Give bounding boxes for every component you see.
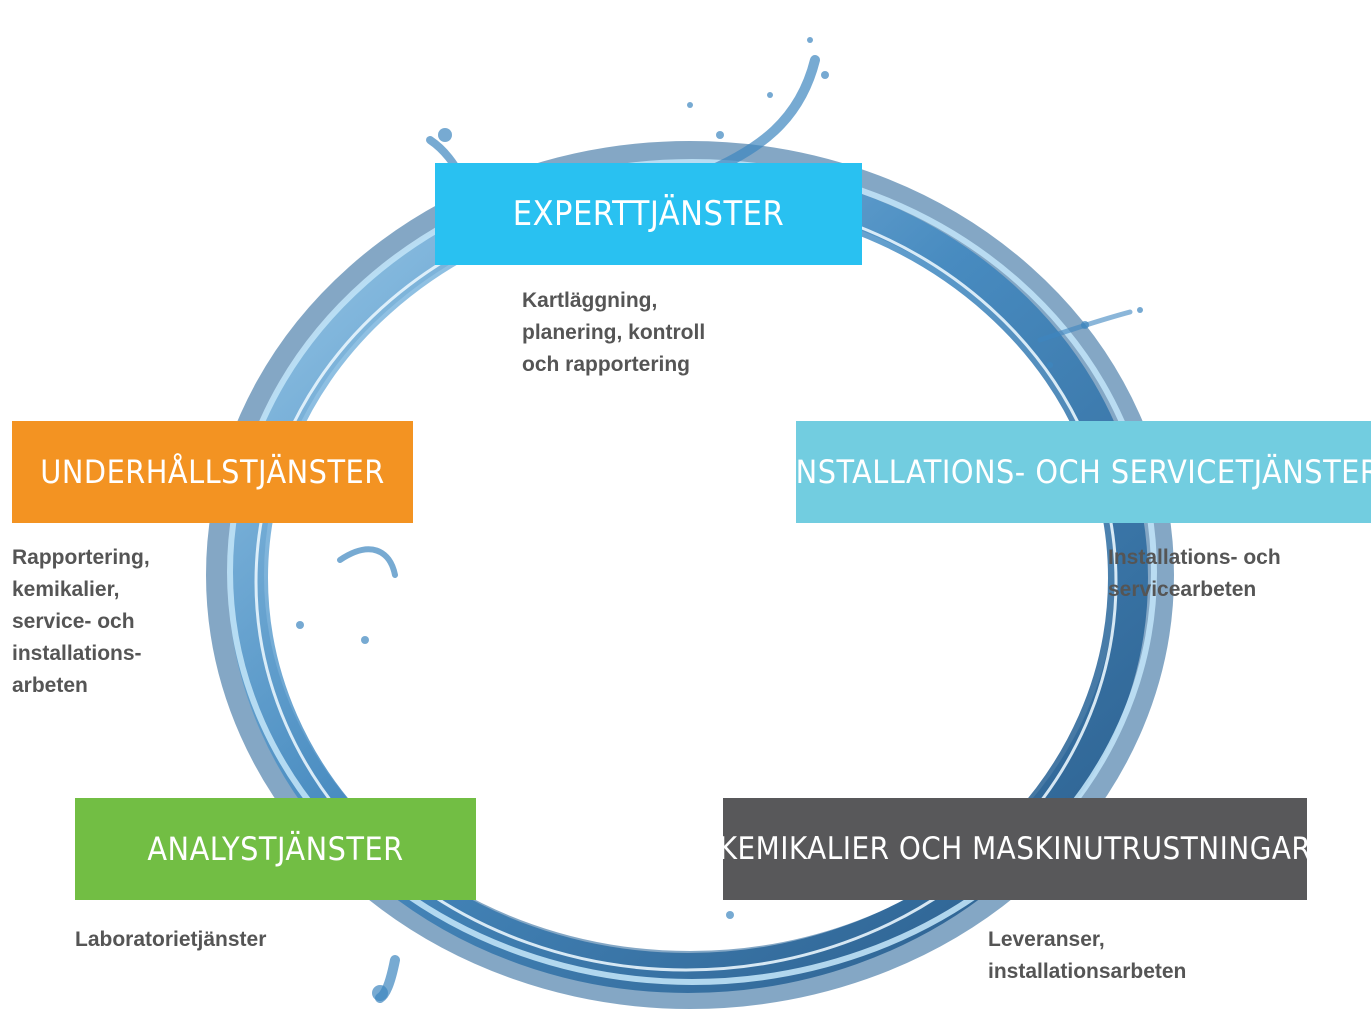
maintenance-services-box: Underhållstjänster <box>12 421 413 523</box>
expert-services-description: Kartläggning, planering, kontroll och ra… <box>522 285 705 381</box>
analysis-services-box: Analystjänster <box>75 798 476 900</box>
expert-services-title: Experttjänster <box>512 194 785 234</box>
description-line: Leveranser, <box>988 928 1105 951</box>
description-line: servicearbeten <box>1108 578 1257 601</box>
expert-services-box: Experttjänster <box>435 163 862 265</box>
installation-services-title: Installations- och servicetjänster <box>786 453 1371 491</box>
description-line: Laboratorietjänster <box>75 928 267 951</box>
installation-services-description: Installations- och servicearbeten <box>1108 542 1281 606</box>
description-line: Kartläggning, <box>522 289 658 312</box>
description-line: kemikalier, <box>12 578 120 601</box>
description-line: service- och <box>12 610 135 633</box>
analysis-services-description: Laboratorietjänster <box>75 924 266 956</box>
maintenance-services-title: Underhållstjänster <box>40 453 385 491</box>
chemicals-equipment-description: Leveranser, installationsarbeten <box>988 924 1186 988</box>
description-line: Installations- och <box>1108 546 1281 569</box>
installation-services-box: Installations- och servicetjänster <box>787 421 1371 523</box>
description-line: arbeten <box>12 674 88 697</box>
analysis-services-title: Analystjänster <box>147 830 404 868</box>
description-line: planering, kontroll <box>522 321 706 344</box>
description-line: installations- <box>12 642 142 665</box>
chemicals-equipment-box: Kemikalier och maskinutrustningar <box>719 798 1311 900</box>
water-droplets <box>296 37 1143 1001</box>
chemicals-equipment-title: Kemikalier och maskinutrustningar <box>718 831 1312 867</box>
maintenance-services-description: Rapportering, kemikalier, service- och i… <box>12 542 150 702</box>
description-line: installationsarbeten <box>988 960 1187 983</box>
description-line: och rapportering <box>522 353 691 376</box>
description-line: Rapportering, <box>12 546 150 569</box>
